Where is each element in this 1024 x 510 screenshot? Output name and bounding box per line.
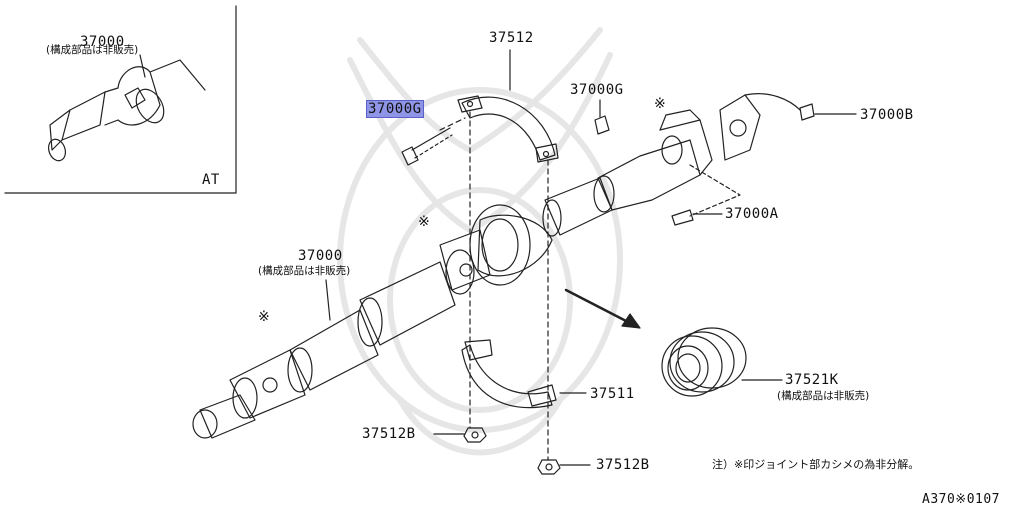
part-label-37000b[interactable]: 37000B xyxy=(860,107,914,123)
bearing-arrow xyxy=(564,288,641,329)
joint-mark-front: ※ xyxy=(258,309,270,325)
center-bearing-note: (構成部品は非販売) xyxy=(777,390,870,402)
front-shaft-shape xyxy=(192,261,456,439)
part-label-37512b-right[interactable]: 37512B xyxy=(596,457,650,473)
joint-mark-center: ※ xyxy=(418,214,430,230)
middle-shaft-shape xyxy=(439,177,613,295)
joint-mark-rear: ※ xyxy=(654,96,666,112)
inset-variant-label: AT xyxy=(202,172,220,188)
nuts-shape xyxy=(433,427,591,475)
upper-bracket-shape xyxy=(457,49,559,163)
diagram-code: A370※0107 xyxy=(922,492,1001,507)
inset-part-number[interactable]: 37000 xyxy=(80,34,125,50)
inset-note: (構成部品は非販売) xyxy=(46,44,139,56)
part-label-37512b-left[interactable]: 37512B xyxy=(362,426,416,442)
part-label-37512[interactable]: 37512 xyxy=(489,30,534,46)
part-label-37000g-highlighted[interactable]: 37000G xyxy=(366,100,424,118)
guide-lines xyxy=(439,111,549,461)
lower-bracket-shape xyxy=(461,339,587,409)
part-label-37000g[interactable]: 37000G xyxy=(570,82,624,98)
center-bearing-shape xyxy=(661,327,783,397)
part-label-37000[interactable]: 37000 xyxy=(298,248,343,264)
propeller-shaft-note: (構成部品は非販売) xyxy=(258,265,351,277)
part-label-37511[interactable]: 37511 xyxy=(590,386,635,402)
footnote: 注）※印ジョイント部カシメの為非分解。 xyxy=(712,458,920,471)
watermark-emblem xyxy=(337,27,623,456)
part-label-37000a[interactable]: 37000A xyxy=(725,206,779,222)
inset-box xyxy=(4,5,237,194)
part-label-37521k[interactable]: 37521K xyxy=(785,372,839,388)
bolts-shape xyxy=(401,99,610,166)
